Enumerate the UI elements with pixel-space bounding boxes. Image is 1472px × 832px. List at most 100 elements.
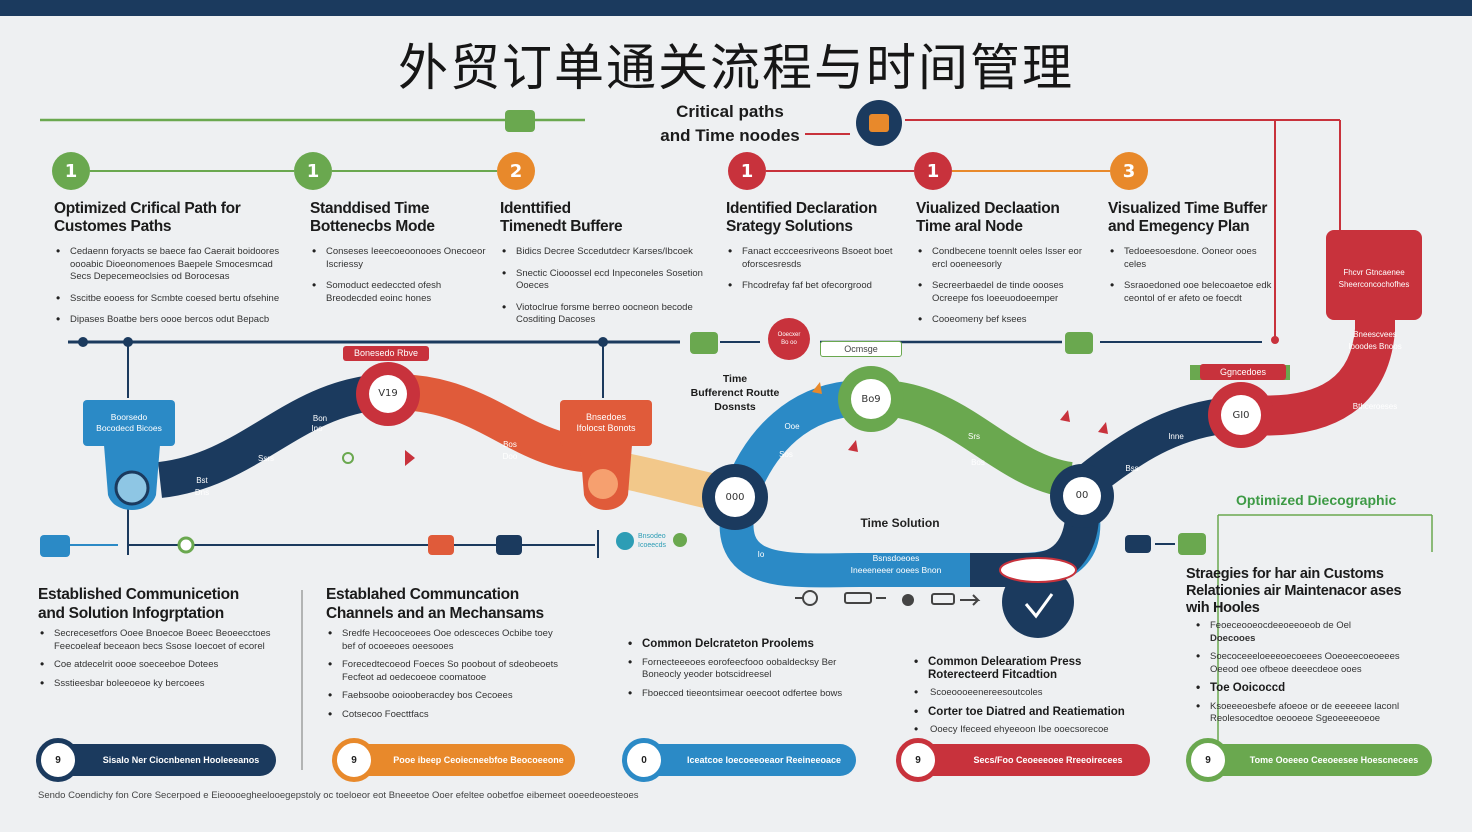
step-4-number: 1 bbox=[728, 152, 766, 190]
bottom-heading-1-line1: Established Communicetion bbox=[38, 586, 239, 603]
list-heading: Toe Ooicoccd bbox=[1194, 681, 1430, 695]
page-title: 外贸订单通关流程与时间管理 bbox=[398, 39, 1074, 97]
path-label: Ssrs bbox=[258, 454, 274, 463]
legend-line2: Icoeecds bbox=[638, 542, 667, 549]
step-1-bullet: Dipases Boatbe bers oooe bercos odut Bep… bbox=[54, 313, 284, 327]
box-left: Boorsedo Bocodecd Bicoes bbox=[83, 400, 175, 446]
document-icon bbox=[40, 535, 70, 557]
pill-3: Iceatcoe Ioecoeeoeaor Reeineeoace bbox=[632, 744, 856, 776]
path-label: Bon bbox=[312, 414, 328, 423]
step-3-bullet: Snectic Ciooossel ecd Inpeconeles Soseti… bbox=[500, 267, 705, 293]
list-item: Fboecced tieeontsimear oeecoot odfertee … bbox=[626, 687, 866, 701]
bottom-heading-2-line2: Channels and an Mechansams bbox=[326, 605, 544, 622]
red-box-text: Bneescvees bbox=[1353, 330, 1397, 339]
folder-icon bbox=[869, 114, 889, 132]
pill-3-label: Iceatcoe Ioecoeeoeaor Reeineeoace bbox=[686, 755, 842, 765]
path-label: Io bbox=[757, 550, 765, 559]
node-bo9: Bo9 bbox=[838, 366, 904, 432]
step-5-bullet: Cooeomeny bef ksees bbox=[916, 313, 1096, 327]
pill-2-number: 9 bbox=[332, 738, 376, 782]
path-label: Bos bbox=[971, 458, 985, 467]
pill-1: Sisalo Ner Ciocnbenen Hooleeeanos bbox=[46, 744, 276, 776]
footer-note: Sendo Coendichy fon Core Secerpoed e Eie… bbox=[38, 790, 639, 801]
top-bar bbox=[0, 0, 1472, 16]
node-00: 00 bbox=[1050, 464, 1114, 528]
red-box-text: Iooodes Bnoos bbox=[1348, 342, 1402, 351]
solution-bar-text: Bsnsdoeoes Ineeeneeer ooees Bnon bbox=[826, 552, 966, 576]
path-label: Bss bbox=[1125, 464, 1139, 473]
step-1-number: 1 bbox=[52, 152, 90, 190]
bottom-heading-5-line1: Straegies for har ain Customs bbox=[1186, 566, 1384, 582]
step-2-bullet: Conseses Ieeecoeoonooes Onecoeor Iscries… bbox=[310, 245, 490, 271]
path-label: Bst bbox=[196, 476, 208, 485]
optimized-label: Optimized Diecographic bbox=[1236, 492, 1397, 508]
list-item: Faebsoobe ooiooberacdey bos Cecoees bbox=[326, 689, 566, 703]
tag-top: Bonesedo Rbve bbox=[343, 346, 429, 361]
path-label: Sos bbox=[779, 450, 793, 459]
step-5-number: 1 bbox=[914, 152, 952, 190]
bottom-heading-2-line1: Establahed Communcation bbox=[326, 586, 519, 603]
step-2-bullet: Somoduct eedeccted ofesh Breodecded eoin… bbox=[310, 279, 490, 305]
list-item: Secrecesetfors Ooee Bnoecoe Boeec Beoeec… bbox=[38, 627, 278, 653]
bottom-heading-5: Straegies for har ain Customs Relationie… bbox=[1186, 566, 1402, 617]
box-mid: Bnsedoes Ifolocst Bonots bbox=[560, 400, 652, 446]
step-5-bullet: Condbecene toennlt oeles Isser eor ercl … bbox=[916, 245, 1096, 271]
list-item: Ksoeeeoesbefe afoeoe or de eeeeeee lacon… bbox=[1194, 700, 1430, 726]
time-buffer-line1: Time bbox=[722, 373, 748, 385]
pill-4-number: 9 bbox=[896, 738, 940, 782]
bottom-list-2: Sredfe Hecooceoees Ooe odesceces Ocbibe … bbox=[326, 627, 566, 727]
step-5-bullet: Secreerbaedel de tinde oooses Ocreepe fo… bbox=[916, 279, 1096, 305]
list-item: Cotsecoo Foecttfacs bbox=[326, 708, 566, 722]
pill-1-label: Sisalo Ner Ciocnbenen Hooleeeanos bbox=[102, 755, 260, 765]
node-000-label: 000 bbox=[715, 477, 755, 517]
step-4-bullet: Fanact eccceesriveons Bsoeot boet oforsc… bbox=[726, 245, 906, 271]
node-v19-label: V19 bbox=[368, 374, 408, 414]
solution-bar-line2: Ineeeneeer ooees Bnon bbox=[850, 565, 942, 575]
list-item: Scoeoooeenereesoutcoles bbox=[912, 686, 1152, 700]
step-3-bullet: Viotoclrue forsme berreo oocneon becode … bbox=[500, 301, 705, 327]
pill-1-number: 9 bbox=[36, 738, 80, 782]
solution-bar-line1: Bsnsdoeoes bbox=[872, 553, 920, 563]
list-item: Ssstieesbar boleeoeoe ky bercoees bbox=[38, 677, 278, 691]
path-label: Dns bbox=[194, 488, 210, 497]
node-000: 000 bbox=[702, 464, 768, 530]
list-item: Ooecy Ifeceed ehyeeoon Ibe ooecsorecoe bbox=[912, 723, 1152, 737]
pill-5: Tome Ooeeeo Ceeoeesee Hoescnecees bbox=[1196, 744, 1432, 776]
path-label: Ino bbox=[311, 424, 323, 433]
red-emergency-box: Fhcvr Gtncaenee Sheerconcochofhes bbox=[1326, 230, 1422, 320]
pill-4: Secs/Foo Ceoeeeoee Rreeoirecees bbox=[906, 744, 1150, 776]
list-item: Forecedtecoeod Foeces So poobout of sdeo… bbox=[326, 658, 566, 684]
box-left-line1: Boorsedo bbox=[110, 412, 148, 422]
pill-5-label: Tome Ooeeeo Ceeoeesee Hoescnecees bbox=[1249, 755, 1419, 765]
critical-paths-line1: Critical paths bbox=[676, 102, 784, 121]
tag-right: Ggncedoes bbox=[1200, 364, 1286, 380]
node-gi0-label: GI0 bbox=[1221, 395, 1261, 435]
red-box-text: Fhcvr Gtncaenee bbox=[1343, 268, 1405, 277]
legend-line1: Bnsodeo bbox=[638, 533, 666, 540]
red-box-text: Sheerconcochofhes bbox=[1338, 280, 1410, 289]
step-1-bullet: Cedaenn foryacts se baece fao Caerait bo… bbox=[54, 245, 284, 284]
step-3-bullet: Bidics Decree Sccedutdecr Karses/Ibcoek bbox=[500, 245, 705, 259]
bottom-list-1: Secrecesetfors Ooee Bnoecoe Boeec Beoeec… bbox=[38, 627, 278, 696]
bottom-heading-1: Established Communicetion and Solution I… bbox=[38, 585, 239, 623]
path-label: Doo bbox=[502, 452, 518, 461]
list-heading: Corter toe Diatred and Reatiemation bbox=[912, 705, 1152, 719]
tag-mid: Ocmsge bbox=[820, 341, 902, 357]
pill-3-number: 0 bbox=[622, 738, 666, 782]
pill-2: Pooe ibeep Ceoiecneebfoe Beocoeeone bbox=[342, 744, 575, 776]
